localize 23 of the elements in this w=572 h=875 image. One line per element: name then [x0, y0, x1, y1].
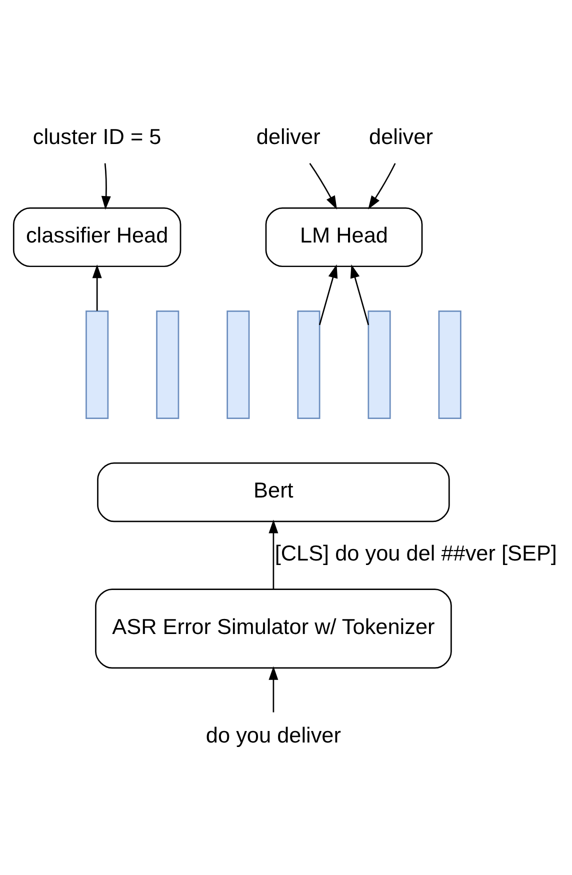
node-bar: [368, 310, 391, 418]
edge-label: [CLS] do you del ##ver [SEP]: [274, 540, 557, 566]
node-bar: [297, 310, 320, 418]
arrow: [101, 162, 111, 210]
arrow: [350, 264, 370, 325]
node-bar: [438, 310, 462, 418]
arrow: [92, 264, 102, 310]
node-box: Bert: [97, 462, 450, 522]
node-bar: [156, 310, 180, 418]
node-box: ASR Error Simulator w/ Tokenizer: [95, 588, 452, 668]
node-text: deliver: [369, 124, 433, 149]
node-text: do you deliver: [206, 722, 341, 747]
arrow: [268, 666, 278, 712]
node-bar: [226, 310, 250, 418]
node-box: classifier Head: [12, 206, 182, 267]
arrow: [318, 264, 338, 325]
node-text: deliver: [256, 124, 320, 149]
arrow: [309, 162, 337, 209]
node-box: LM Head: [265, 206, 423, 267]
node-bar: [86, 310, 109, 418]
arrow: [268, 519, 278, 588]
arrow: [368, 162, 396, 209]
node-text: cluster ID = 5: [32, 124, 162, 149]
